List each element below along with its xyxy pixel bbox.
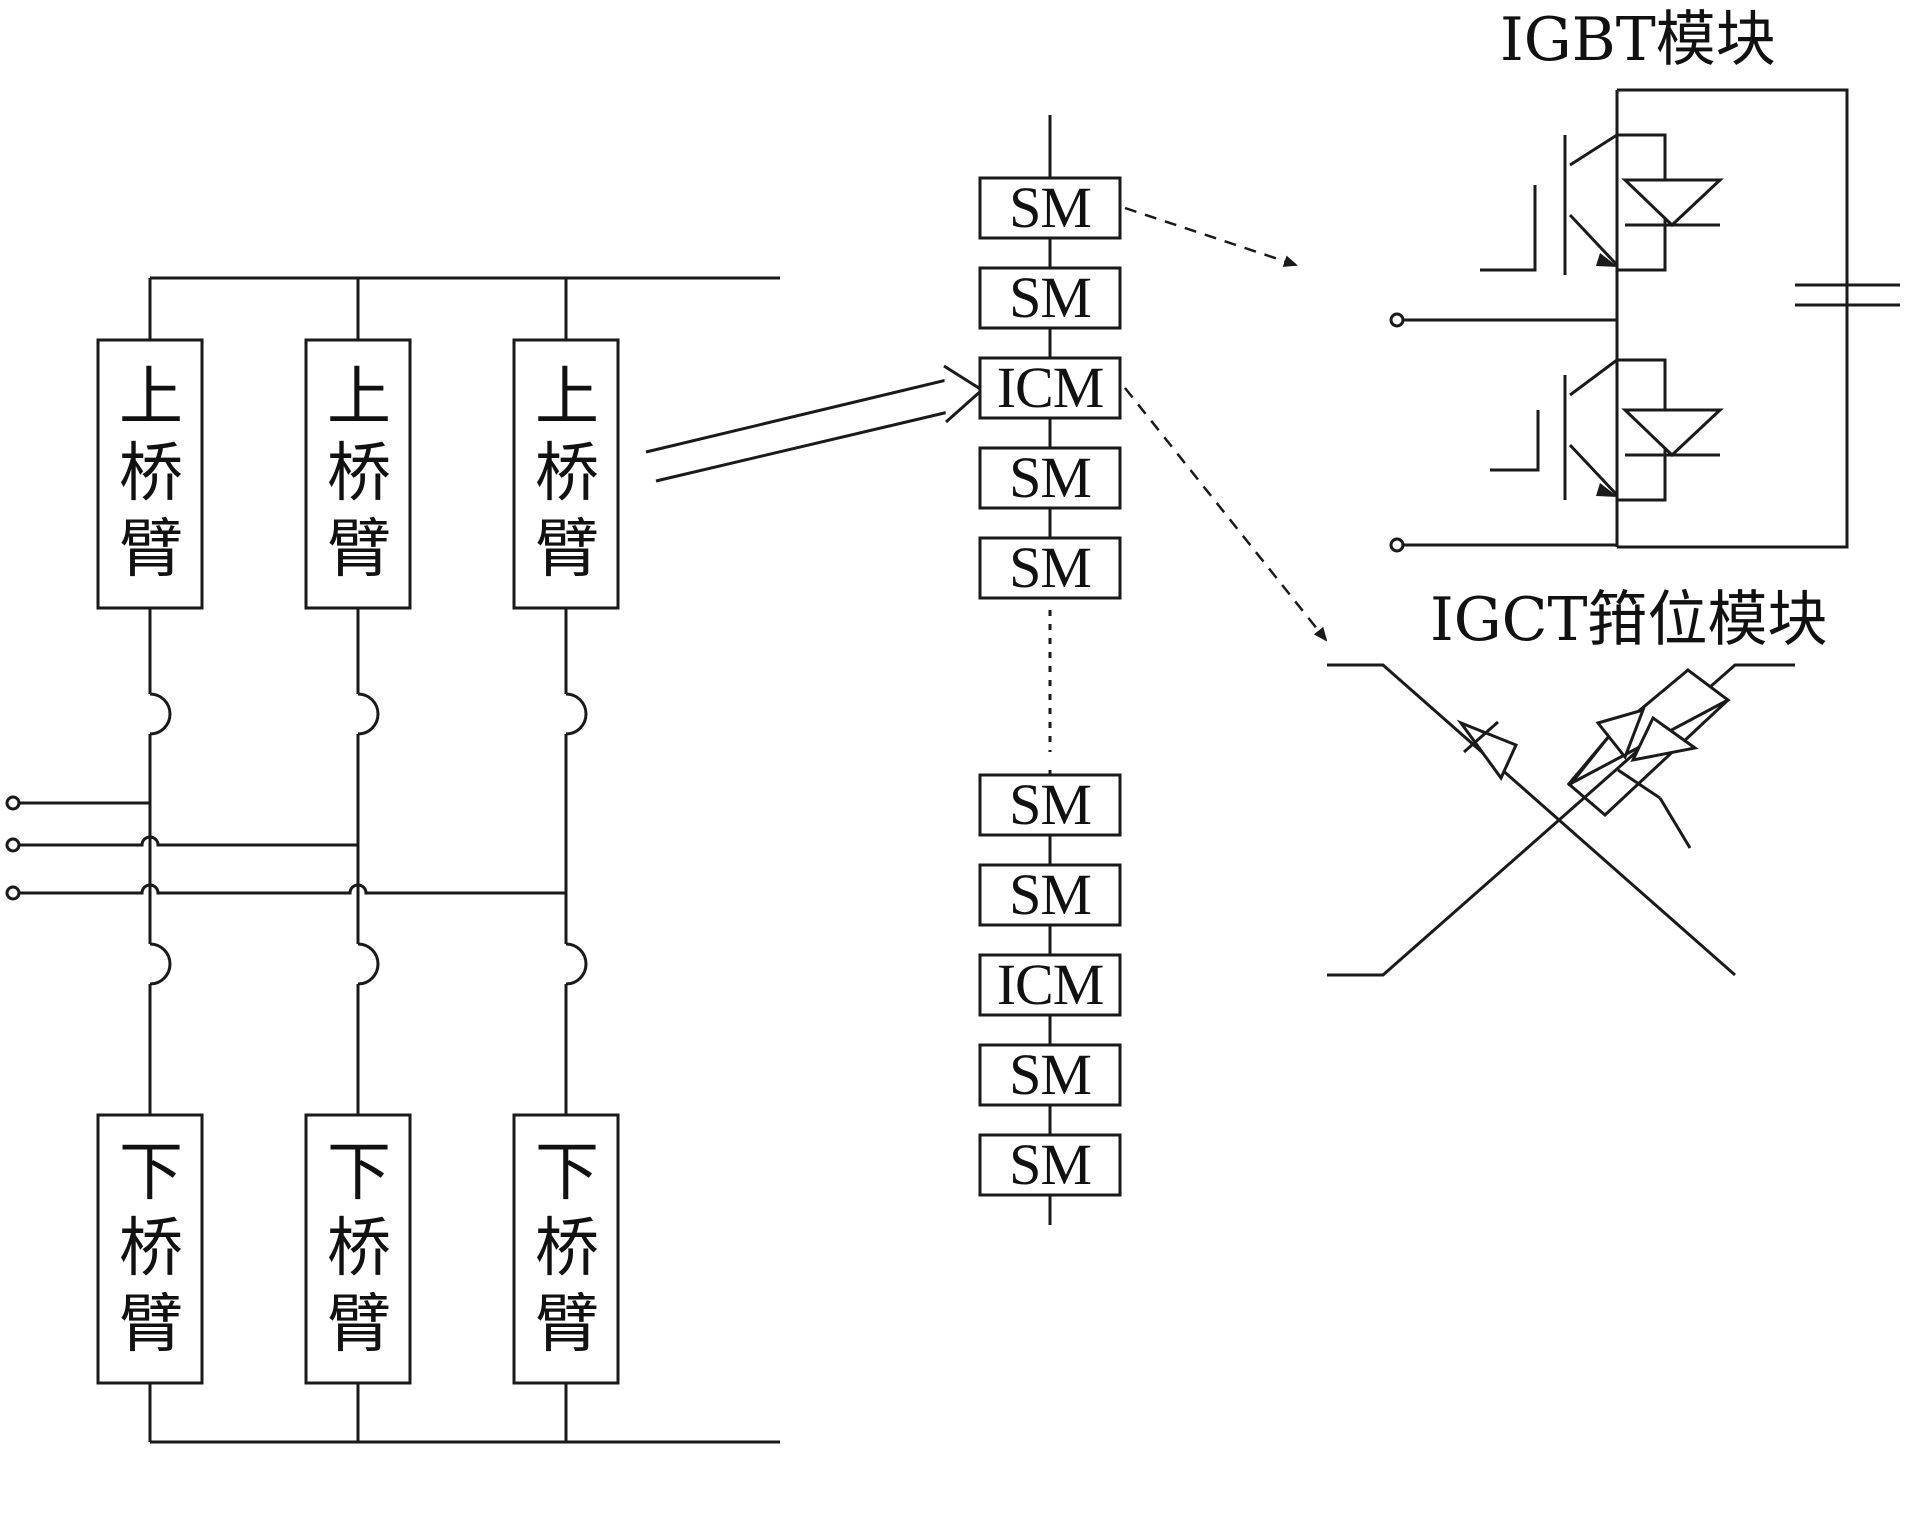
igct-module-title: IGCT箝位模块 xyxy=(1430,585,1828,655)
igbt-half-bridge-symbol xyxy=(1389,88,1900,553)
lower-arm-box-a xyxy=(96,1113,204,1385)
module-label: SM xyxy=(1009,535,1092,600)
module-box xyxy=(978,773,1122,837)
phase-wire-c xyxy=(19,883,566,895)
module-box xyxy=(978,1043,1122,1107)
upper-arm-label-b: 上桥臂 xyxy=(327,361,391,587)
phase-leg-a xyxy=(148,278,172,1442)
upper-arm-box-b xyxy=(304,338,412,610)
phase-leg-b xyxy=(356,278,380,1442)
module-label: SM xyxy=(1009,1132,1092,1197)
lower-arm-label-b: 下桥臂 xyxy=(327,1136,391,1362)
module-box xyxy=(978,176,1122,240)
phase-leg-c xyxy=(564,278,588,1442)
module-box xyxy=(978,863,1122,927)
lower-arm-label-a: 下桥臂 xyxy=(119,1136,183,1362)
module-label: SM xyxy=(1009,175,1092,240)
upper-arm-box-c xyxy=(512,338,620,610)
igbt-module-title: IGBT模块 xyxy=(1500,5,1776,75)
module-box xyxy=(978,536,1122,600)
module-label: ICM xyxy=(996,355,1105,420)
module-box xyxy=(978,953,1122,1017)
ac-terminals xyxy=(5,795,21,901)
pointer-to-igbt xyxy=(1124,206,1298,267)
module-label: SM xyxy=(1009,265,1092,330)
expand-arrow xyxy=(645,364,985,483)
upper-arm-box-a xyxy=(96,338,204,610)
module-label: SM xyxy=(1009,1042,1092,1107)
module-label: SM xyxy=(1009,862,1092,927)
phase-wire-b xyxy=(19,835,358,847)
module-label: ICM xyxy=(996,952,1105,1017)
pointer-to-igct xyxy=(1124,387,1328,642)
upper-arm-label-c: 上桥臂 xyxy=(535,361,599,587)
module-box xyxy=(978,1133,1122,1197)
module-label: SM xyxy=(1009,445,1092,510)
lower-arm-label-c: 下桥臂 xyxy=(535,1136,599,1362)
upper-arm-label-a: 上桥臂 xyxy=(119,361,183,587)
module-label: SM xyxy=(1009,772,1092,837)
module-box xyxy=(978,356,1122,420)
lower-arm-box-b xyxy=(304,1113,412,1385)
module-box xyxy=(978,266,1122,330)
igct-clamp-symbol xyxy=(1327,663,1795,977)
module-box xyxy=(978,446,1122,510)
lower-arm-box-c xyxy=(512,1113,620,1385)
